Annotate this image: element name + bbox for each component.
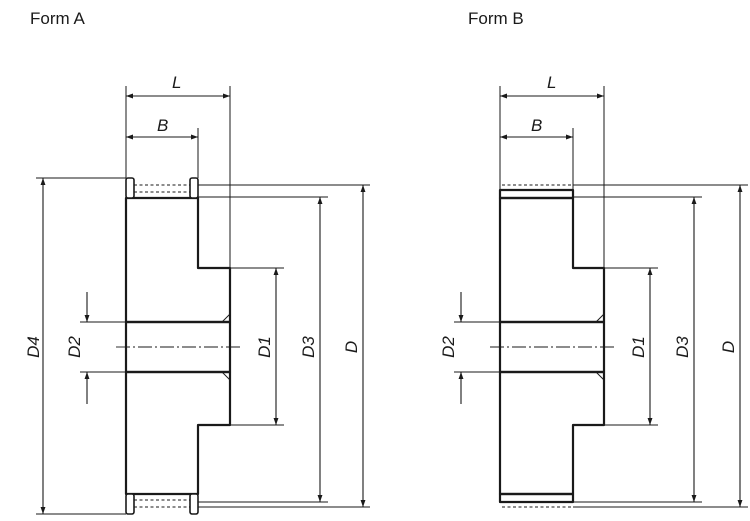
form-b-label-b: B <box>531 116 542 135</box>
form-a-label-d4: D4 <box>24 336 43 358</box>
form-b-label-d: D <box>719 341 738 353</box>
form-a-flange <box>189 493 199 515</box>
form-a-chamfer <box>221 313 231 323</box>
form-b-section-upper <box>498 196 606 324</box>
form-a-flange <box>125 493 135 515</box>
figure-form-a: Form A L B <box>24 9 370 515</box>
figure-form-b: Form B L B D2 <box>439 9 748 508</box>
form-b-chamfer <box>595 371 605 381</box>
form-b-chamfer <box>595 313 605 323</box>
form-a-label-d3: D3 <box>299 336 318 358</box>
form-a-flange <box>125 177 135 199</box>
form-b-section-lower <box>498 370 606 496</box>
form-b-tooth-rim <box>498 188 575 200</box>
form-a-label-d: D <box>342 341 361 353</box>
form-b-label-d1: D1 <box>629 336 648 358</box>
form-a-flange <box>189 177 199 199</box>
form-b-title: Form B <box>468 9 524 28</box>
form-a-label-d2: D2 <box>65 336 84 358</box>
form-a-label-b: B <box>157 116 168 135</box>
form-a-title: Form A <box>30 9 85 28</box>
form-a-section-lower <box>124 370 232 496</box>
form-a-label-l: L <box>172 73 181 92</box>
form-b-label-l: L <box>547 73 556 92</box>
form-a-chamfer <box>221 371 231 381</box>
form-a-label-d1: D1 <box>255 336 274 358</box>
form-b-tooth-rim <box>498 492 575 504</box>
form-b-label-d2: D2 <box>439 336 458 358</box>
form-b-label-d3: D3 <box>673 336 692 358</box>
form-a-section-upper <box>124 196 232 324</box>
